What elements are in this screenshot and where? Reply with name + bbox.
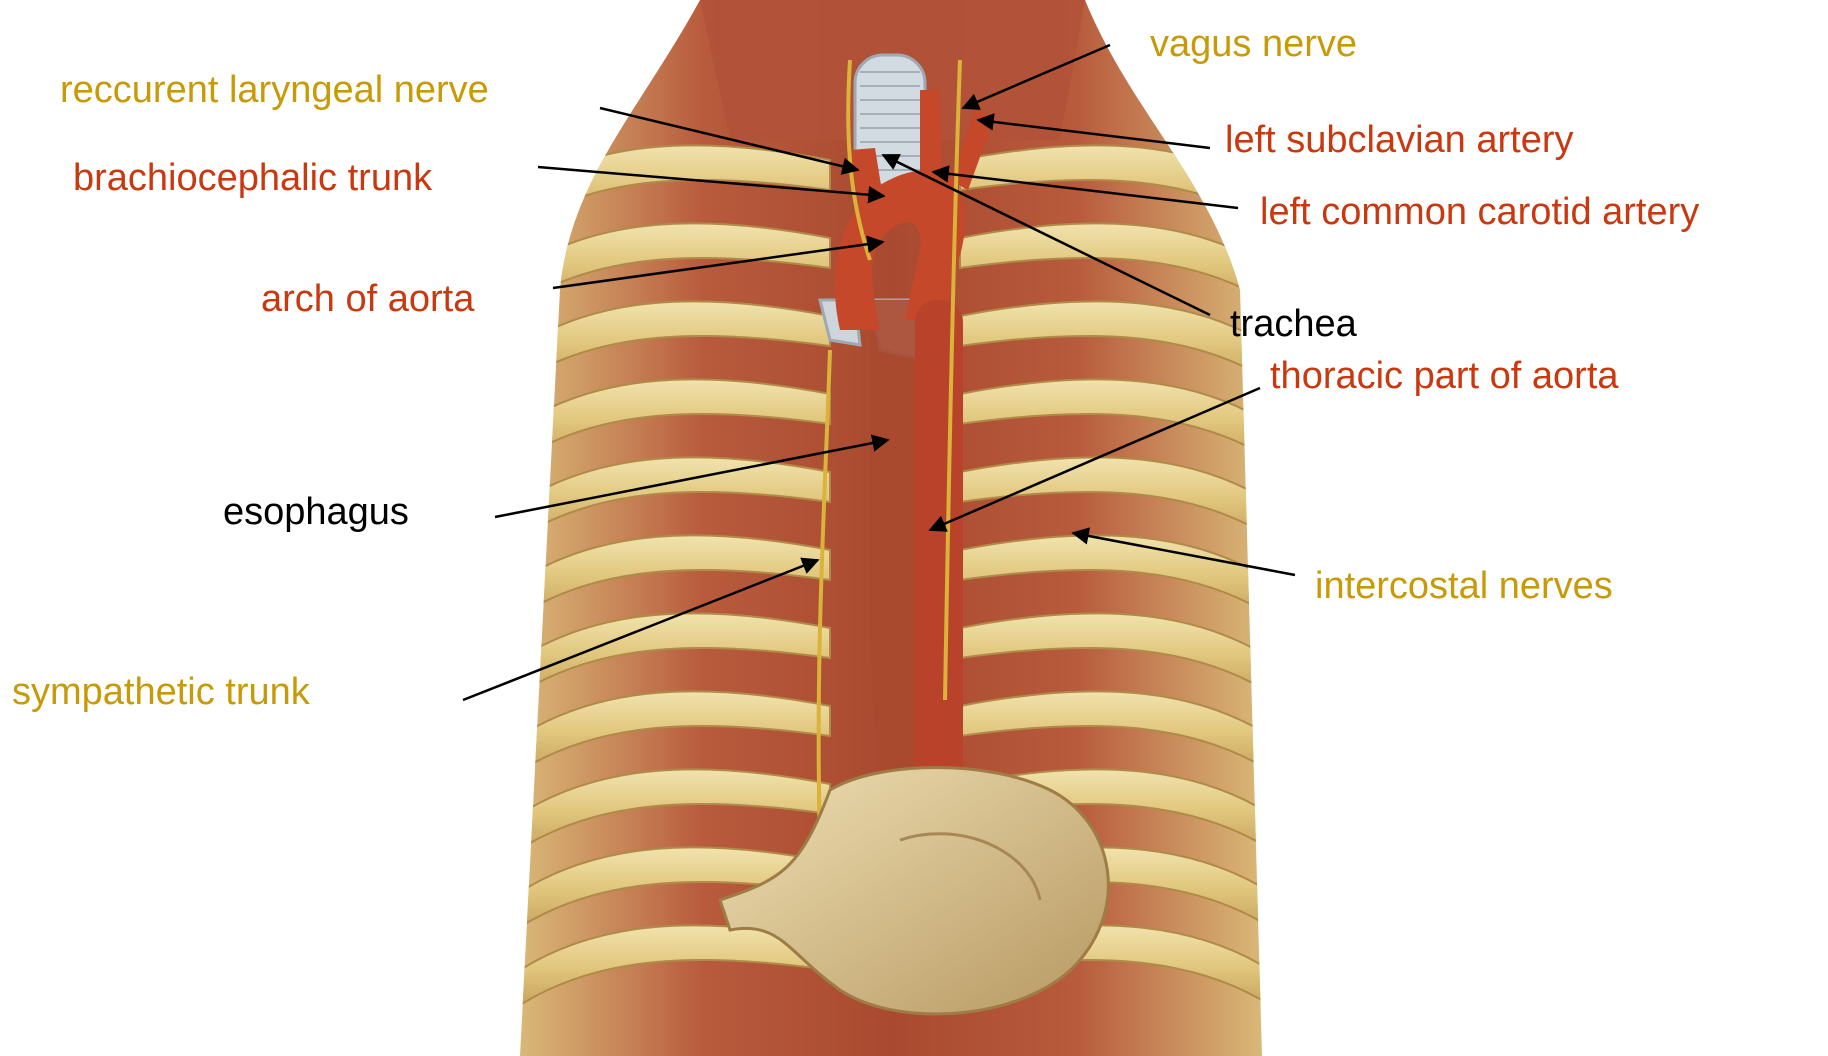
label-left-common-carotid-artery: left common carotid artery [1260,190,1699,234]
label-left-subclavian-artery: left subclavian artery [1225,118,1574,162]
label-brachiocephalic-trunk: brachiocephalic trunk [73,156,432,200]
left-carotid-vessel [920,90,942,178]
label-vagus-nerve: vagus nerve [1150,22,1357,66]
label-arch-of-aorta: arch of aorta [261,277,474,321]
label-intercostal-nerves: intercostal nerves [1315,564,1613,608]
label-sympathetic-trunk: sympathetic trunk [12,670,310,714]
label-trachea: trachea [1230,302,1357,346]
label-thoracic-part-of-aorta: thoracic part of aorta [1270,354,1619,398]
label-esophagus: esophagus [223,490,409,534]
descending-aorta [915,300,963,820]
label-reccurent-laryngeal-nerve: reccurent laryngeal nerve [60,68,489,112]
